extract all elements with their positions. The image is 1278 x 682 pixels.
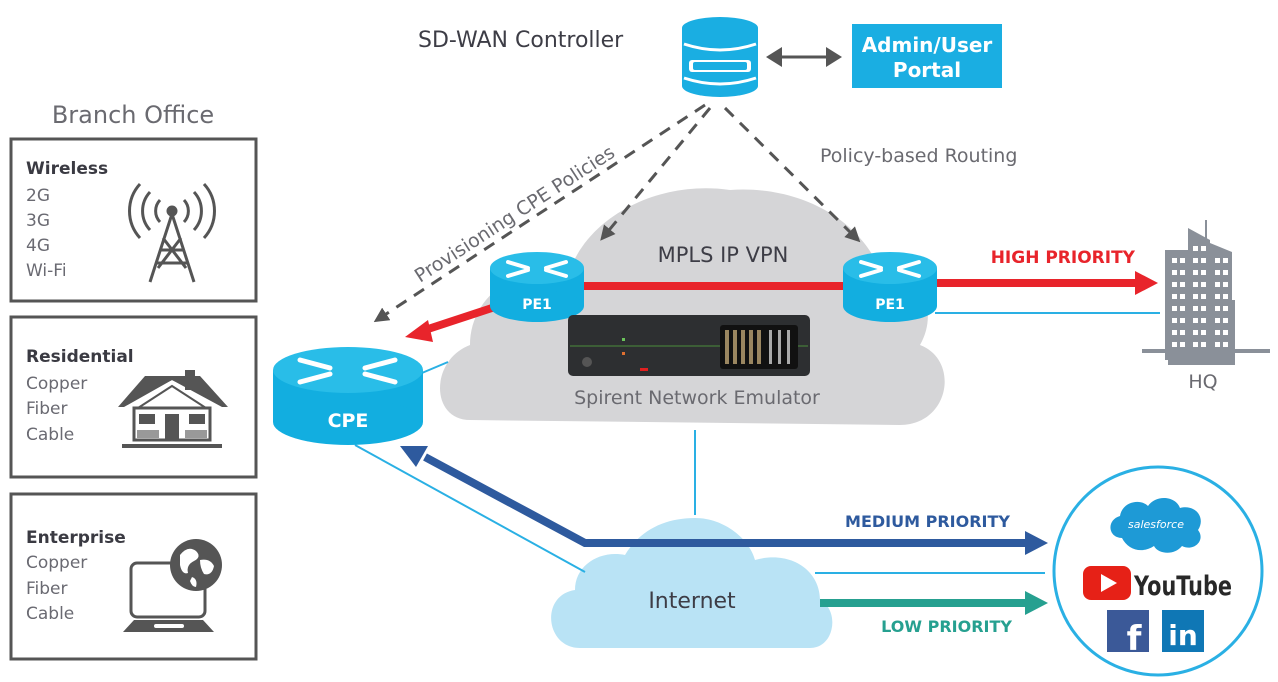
enterprise-item: Cable xyxy=(26,604,74,624)
database-icon xyxy=(682,17,758,97)
youtube-text: YouTube xyxy=(1133,571,1232,602)
cpe-router[interactable]: CPE xyxy=(273,347,423,445)
medium-priority-label: MEDIUM PRIORITY xyxy=(845,512,1010,531)
enterprise-item: Fiber xyxy=(26,579,68,599)
low-priority-label: LOW PRIORITY xyxy=(881,617,1012,636)
salesforce-logo xyxy=(1110,497,1201,553)
hq-windows xyxy=(1172,246,1228,347)
internet-cloud xyxy=(551,518,833,648)
enterprise-title: Enterprise xyxy=(26,528,126,548)
house-icon xyxy=(118,370,228,448)
youtube-logo xyxy=(1083,566,1131,600)
wireless-item: 4G xyxy=(26,236,50,256)
controller-portal-link xyxy=(766,47,842,67)
network-emulator-device xyxy=(568,315,810,376)
enterprise-item: Copper xyxy=(26,553,87,573)
hq-label: HQ xyxy=(1188,371,1217,393)
cpe-label: CPE xyxy=(328,410,369,432)
laptop-globe-icon xyxy=(123,539,222,632)
branch-office-heading: Branch Office xyxy=(52,101,214,129)
portal-label-line2: Portal xyxy=(893,58,961,82)
internet-label: Internet xyxy=(648,589,736,614)
linkedin-text: in xyxy=(1168,619,1198,652)
admin-portal-box[interactable] xyxy=(852,24,1002,88)
medium-priority-path xyxy=(400,446,1048,555)
wireless-title: Wireless xyxy=(26,159,108,179)
facebook-text: f xyxy=(1127,619,1143,659)
portal-label-line1: Admin/User xyxy=(862,33,993,57)
wireless-item: 2G xyxy=(26,186,50,206)
residential-item: Fiber xyxy=(26,399,68,419)
wireless-item: Wi-Fi xyxy=(26,261,67,281)
high-priority-label: HIGH PRIORITY xyxy=(991,248,1136,268)
policy-routing-label: Policy-based Routing xyxy=(820,145,1017,167)
wireless-box xyxy=(9,137,258,303)
physical-links xyxy=(354,312,1160,574)
residential-item: Copper xyxy=(26,374,87,394)
hq-building-icon xyxy=(1142,220,1270,365)
mpls-cloud xyxy=(440,188,945,425)
residential-title: Residential xyxy=(26,347,134,367)
pe-right-label: PE1 xyxy=(875,297,905,313)
mpls-label: MPLS IP VPN xyxy=(658,243,789,267)
pe-router-left[interactable]: PE1 xyxy=(490,252,584,322)
wireless-item: 3G xyxy=(26,211,50,231)
residential-item: Cable xyxy=(26,425,74,445)
linkedin-logo xyxy=(1162,610,1204,652)
salesforce-text: salesforce xyxy=(1128,518,1184,531)
low-priority-path xyxy=(820,591,1048,615)
controller-title: SD-WAN Controller xyxy=(418,28,624,53)
pe-router-right[interactable]: PE1 xyxy=(843,252,937,322)
cloud-apps-circle xyxy=(1052,465,1264,677)
cell-tower-icon xyxy=(128,182,216,283)
emulator-label: Spirent Network Emulator xyxy=(574,387,820,409)
router-arrows-icon xyxy=(297,357,398,385)
control-links xyxy=(373,103,861,323)
pe-left-label: PE1 xyxy=(522,297,552,313)
high-priority-path xyxy=(405,271,1158,342)
facebook-logo xyxy=(1107,610,1149,652)
